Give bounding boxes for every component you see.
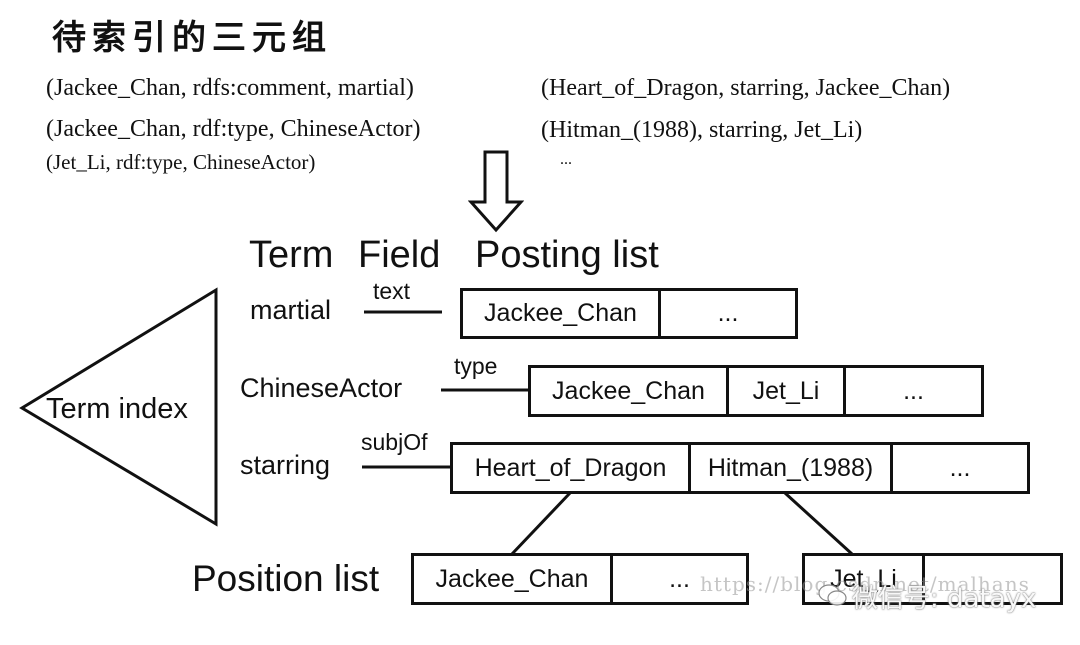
posting-cell: Jet_Li xyxy=(726,365,846,417)
heading: 待索引的三元组 xyxy=(52,20,332,57)
posting-cell: Jackee_Chan xyxy=(528,365,729,417)
posting-cell: Jackee_Chan xyxy=(460,288,661,339)
triple-left-2: (Jackee_Chan, rdf:type, ChineseActor) xyxy=(46,116,421,142)
position-cell xyxy=(922,553,1063,605)
field-text: text xyxy=(373,278,411,304)
position-cell: ... xyxy=(610,553,749,605)
watermark-wechat: 微信号: datayx xyxy=(852,584,1037,614)
down-arrow-icon xyxy=(468,150,524,233)
term-starring: starring xyxy=(240,450,331,480)
field-type: type xyxy=(454,353,498,379)
posting-cell: ... xyxy=(658,288,798,339)
triple-right-ellipsis: ... xyxy=(560,151,572,168)
posting-cell: Hitman_(1988) xyxy=(688,442,893,494)
term-index-label: Term index xyxy=(46,393,188,425)
wechat-icon xyxy=(818,584,847,606)
column-posting-list: Posting list xyxy=(475,234,659,276)
term-chineseactor: ChineseActor xyxy=(240,373,403,403)
position-cell: Jackee_Chan xyxy=(411,553,613,605)
column-term: Term xyxy=(249,234,334,276)
term-martial: martial xyxy=(250,295,332,325)
triple-right-1: (Heart_of_Dragon, starring, Jackee_Chan) xyxy=(541,75,951,101)
triple-left-3: (Jet_Li, rdf:type, ChineseActor) xyxy=(46,150,316,174)
term-index-triangle xyxy=(19,287,218,527)
field-connector-line xyxy=(441,388,529,392)
posting-cell: Heart_of_Dragon xyxy=(450,442,691,494)
field-connector-line xyxy=(362,465,450,469)
triple-right-2: (Hitman_(1988), starring, Jet_Li) xyxy=(541,117,863,143)
posting-cell: ... xyxy=(890,442,1030,494)
position-connectors xyxy=(510,491,854,556)
field-subjof: subjOf xyxy=(361,429,428,455)
posting-cell: ... xyxy=(843,365,984,417)
watermark-url: https://blog.csdn.net/malhans xyxy=(700,572,1030,596)
column-field: Field xyxy=(358,234,441,276)
field-connector-line xyxy=(364,310,442,314)
triple-left-1: (Jackee_Chan, rdfs:comment, martial) xyxy=(46,75,414,101)
position-list-label: Position list xyxy=(192,558,380,599)
